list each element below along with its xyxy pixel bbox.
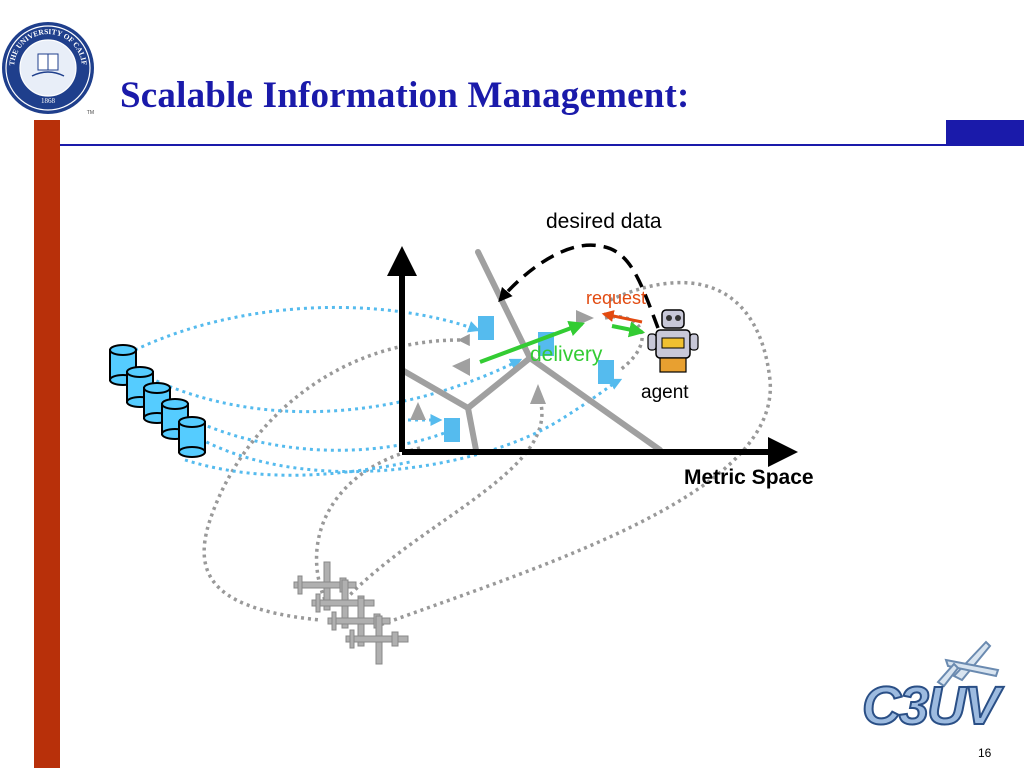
database-stack — [109, 344, 206, 458]
partition-lines — [399, 249, 663, 453]
desired-data-arrow — [498, 243, 660, 329]
slide-title: Scalable Information Management: — [120, 75, 690, 116]
axes — [387, 246, 798, 467]
data-block — [478, 316, 494, 340]
left-accent-bar — [34, 120, 60, 768]
request-label: request — [586, 288, 647, 308]
svg-text:C3UV: C3UV — [862, 676, 1004, 736]
uav-links — [202, 280, 772, 627]
axis-label: Metric Space — [684, 466, 814, 489]
agent-label: agent — [641, 382, 689, 403]
uav-icon — [345, 615, 409, 665]
delivery-arrow-agent — [611, 321, 646, 338]
svg-text:1868: 1868 — [41, 97, 56, 105]
uav-fleet — [293, 561, 409, 665]
svg-text:TM: TM — [87, 110, 94, 116]
title-underline — [60, 144, 1024, 146]
data-block — [444, 418, 460, 442]
delivery-arrow — [479, 320, 585, 364]
database-icon — [178, 416, 206, 458]
delivery-label: delivery — [530, 343, 603, 366]
desired-data-label: desired data — [546, 210, 662, 233]
university-seal: THE UNIVERSITY OF CALIFORNIA BERKELEY 18… — [0, 16, 94, 116]
page-number: 16 — [978, 746, 992, 760]
request-arrow — [601, 310, 643, 324]
robot-agent-icon — [647, 309, 699, 373]
c3uv-logo: C3UV — [861, 640, 1007, 736]
data-block — [598, 360, 614, 384]
header-accent-block — [946, 120, 1024, 146]
